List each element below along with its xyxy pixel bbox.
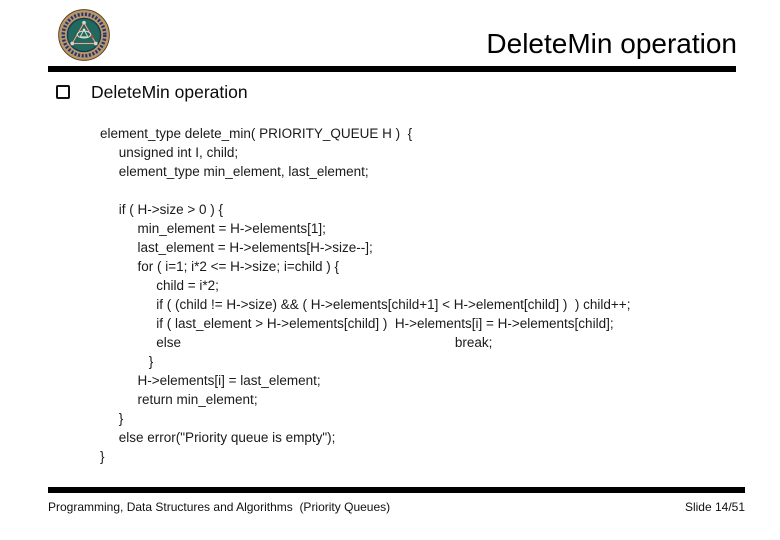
- slide-number: Slide 14/51: [684, 500, 745, 514]
- footer-divider: [48, 487, 745, 493]
- code-block: element_type delete_min( PRIORITY_QUEUE …: [100, 126, 631, 464]
- footer-course-label: Programming, Data Structures and Algorit…: [48, 500, 391, 514]
- square-bullet-icon: [56, 85, 70, 99]
- section-heading: DeleteMin operation: [56, 83, 248, 101]
- section-heading-label: DeleteMin operation: [91, 82, 248, 102]
- header-divider: [48, 66, 736, 72]
- footer: Programming, Data Structures and Algorit…: [48, 500, 745, 514]
- slide-title: DeleteMin operation: [486, 28, 737, 59]
- institution-seal-logo: [58, 9, 110, 61]
